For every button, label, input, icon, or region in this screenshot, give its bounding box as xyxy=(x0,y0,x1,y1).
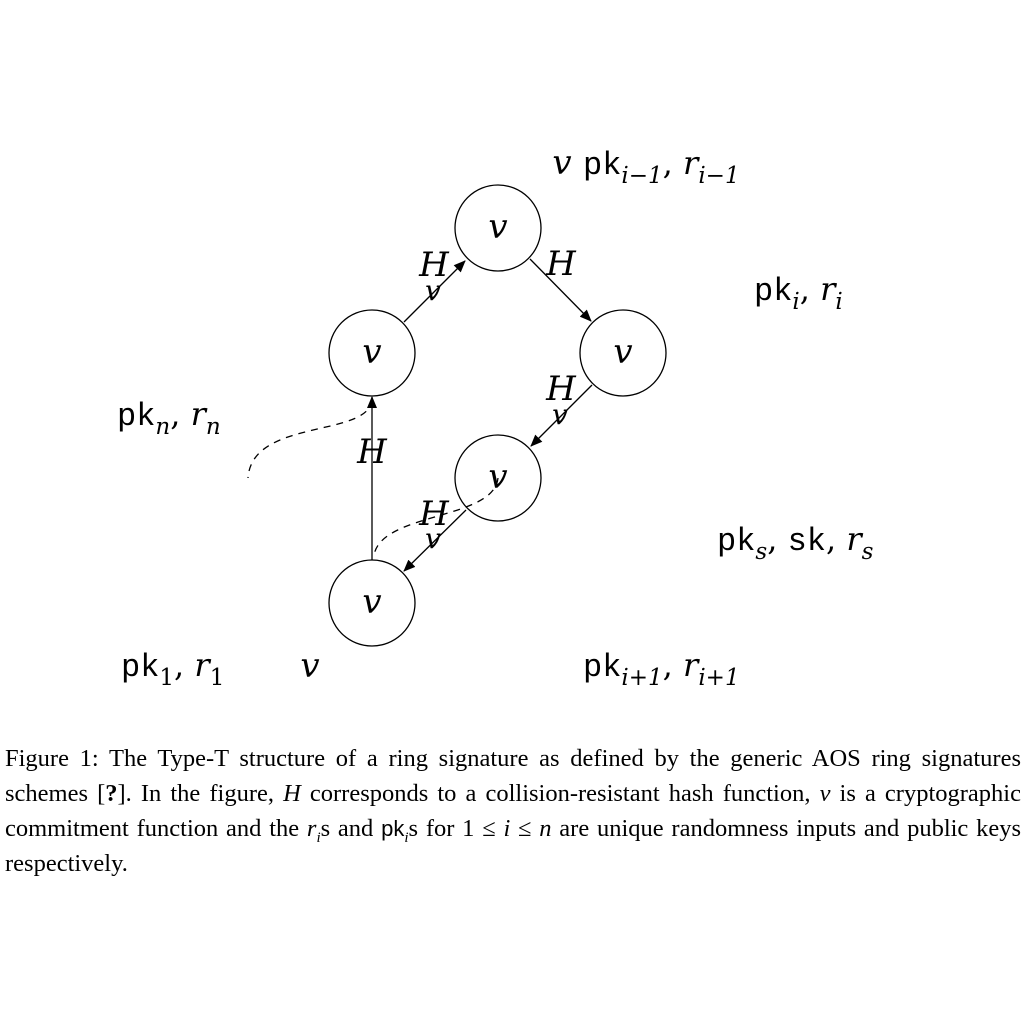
node-middle: v xyxy=(454,434,542,522)
caption-text-2: ]. In the figure, xyxy=(117,780,284,807)
caption-symbol-n: n xyxy=(539,815,552,842)
edge-label-h-3: H xyxy=(545,369,577,409)
node-middle-label: v xyxy=(488,457,507,497)
label-pk-i-plus-1: pki+1, ri+1 xyxy=(583,646,740,691)
edge-label-h-5: H xyxy=(418,494,450,534)
caption-symbol-r-sub: i xyxy=(316,829,321,846)
edge-sublabel-v-3: v xyxy=(552,398,568,431)
edge-top-to-right xyxy=(529,258,592,322)
caption-text-4: is a cryptographic commitment function a… xyxy=(5,780,1021,842)
floating-v-top: v xyxy=(552,143,571,183)
caption-symbol-pk: pk xyxy=(381,816,405,841)
label-pk-1: pk1, r1 xyxy=(121,646,224,691)
edge-sublabel-v-5: v xyxy=(425,522,441,555)
node-left: v xyxy=(328,309,416,397)
node-top-label: v xyxy=(488,207,507,247)
figure-caption: Figure 1: The Type-T structure of a ring… xyxy=(5,741,1021,881)
dashed-curve-left xyxy=(247,399,373,479)
caption-symbol-r: r xyxy=(306,815,317,842)
caption-symbol-i: i xyxy=(503,815,511,842)
edge-label-h-2: H xyxy=(545,244,577,284)
node-right: v xyxy=(579,309,667,397)
node-bottom-label: v xyxy=(362,582,381,622)
edge-sublabel-v-1: v xyxy=(425,274,441,307)
caption-text-6: s for 1 ≤ xyxy=(408,815,504,842)
edge-middle-to-bottom xyxy=(403,509,467,572)
node-left-label: v xyxy=(362,332,381,372)
edge-label-h-1: H xyxy=(418,245,450,285)
caption-figure-label: Figure 1: xyxy=(5,745,99,772)
label-pk-i: pki, ri xyxy=(754,270,843,315)
caption-symbol-pk-sub: i xyxy=(404,829,409,846)
label-pk-s-sk: pks, sk, rs xyxy=(717,520,874,565)
caption-symbol-h: H xyxy=(283,780,301,807)
caption-text-1: The Type-T structure of a ring signature… xyxy=(5,745,1021,807)
caption-reference: ? xyxy=(105,780,118,807)
floating-v-bottom: v xyxy=(300,646,319,686)
edge-left-to-top xyxy=(403,260,466,323)
dashed-curve-bottom xyxy=(373,477,499,556)
node-right-label: v xyxy=(613,332,632,372)
node-bottom: v xyxy=(328,559,416,647)
label-pk-i-minus-1: pki−1, ri−1 xyxy=(583,144,740,189)
caption-text-5: s and xyxy=(320,815,382,842)
caption-text-7: ≤ xyxy=(510,815,540,842)
caption-symbol-v: v xyxy=(819,780,831,807)
edge-right-to-middle xyxy=(530,384,593,447)
caption-text-8: are unique randomness inputs and public … xyxy=(5,815,1021,877)
node-top: v xyxy=(454,184,542,272)
caption-text-3: corresponds to a collision-resistant has… xyxy=(300,780,820,807)
edge-label-h-4: H xyxy=(356,432,388,472)
label-pk-n: pkn, rn xyxy=(117,395,221,440)
